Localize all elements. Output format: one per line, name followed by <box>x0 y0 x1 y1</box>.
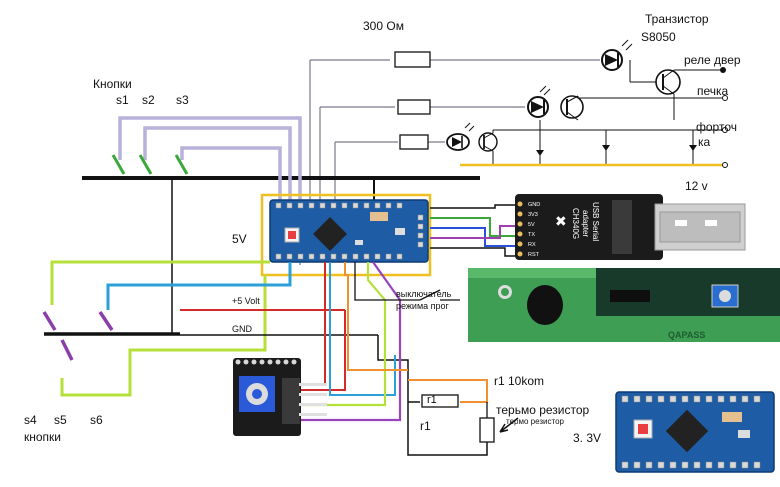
switch-s2[interactable] <box>138 154 153 175</box>
switch-s3[interactable] <box>174 154 189 175</box>
label-300-ohm: 300 Ом <box>363 19 404 33</box>
wire-blue-2 <box>329 262 396 396</box>
wire-orange-2 <box>408 379 488 403</box>
wire-red-2 <box>300 262 326 386</box>
label-relay-door: реле двер <box>684 53 741 67</box>
resistor-r1 <box>421 394 459 408</box>
wire-usb-tx <box>430 217 515 237</box>
wire-yellow-frame <box>260 193 432 277</box>
thermistor-arrow-icon <box>499 417 519 433</box>
usb-text-1: USB Serial <box>591 202 600 241</box>
label-buttons-top: Кнопки <box>93 77 132 91</box>
wire-usb-5v <box>430 225 515 239</box>
usb-text-2: adapter <box>581 210 590 237</box>
resistor-1 <box>394 51 431 68</box>
label-window-1: форточ <box>696 120 737 134</box>
label-gnd: GND <box>232 324 253 334</box>
wire-lime-top <box>50 260 270 305</box>
transistor-2 <box>560 95 725 121</box>
usb-pin-rx: RX <box>528 242 536 248</box>
label-s4: s4 <box>24 413 37 427</box>
wire-purple <box>300 261 402 422</box>
label-thermistor: терьмо резистор <box>496 403 590 417</box>
label-switch-1: выключатель <box>396 289 452 299</box>
label-s3: s3 <box>176 93 189 107</box>
switch-s4[interactable] <box>42 311 57 331</box>
label-thermistor-small: термо резистор <box>506 417 565 426</box>
usb-pin-rst: RST <box>528 252 540 258</box>
diode-1 <box>536 150 544 156</box>
wire-orange <box>344 262 408 371</box>
thermistor <box>479 417 495 443</box>
wire-red-rtc <box>300 310 346 391</box>
transistor-1 <box>629 60 725 120</box>
diode-2 <box>602 145 610 151</box>
label-r1-on-resistor: r1 <box>427 394 437 406</box>
led-1 <box>601 39 633 71</box>
label-r1-10kom: r1 10kom <box>494 374 544 388</box>
wire-button-s2 <box>143 126 292 205</box>
lcd-brand-text: QAPASS <box>668 330 705 340</box>
diode-3 <box>689 145 697 151</box>
wire-blue <box>106 262 292 310</box>
wire-usb-rst <box>430 247 515 257</box>
resistor-3 <box>399 134 429 150</box>
switch-s6[interactable] <box>98 311 114 331</box>
terminal-door <box>720 67 726 73</box>
terminal-window <box>722 127 728 133</box>
prog-switch-lever[interactable] <box>419 289 441 301</box>
wire-button-s3 <box>180 146 282 205</box>
usb-pin-tx: TX <box>528 232 535 238</box>
label-s1: s1 <box>116 93 129 107</box>
wire-button-s1 <box>118 116 302 205</box>
label-switch-2: режима прог <box>396 301 450 311</box>
rtc-module <box>233 358 327 436</box>
resistor-2 <box>397 99 431 115</box>
usb-pin-5v: 5V <box>528 222 535 228</box>
label-s5: s5 <box>54 413 67 427</box>
label-s8050: S8050 <box>641 30 676 44</box>
wire-gnd-thermistor <box>377 335 488 456</box>
led-3 <box>446 122 475 151</box>
terminal-12v <box>722 162 728 168</box>
usb-pin-3v3: 3V3 <box>528 212 538 218</box>
wire-prog-switch <box>354 262 420 301</box>
wire-usb-gnd <box>430 204 515 209</box>
transistor-3 <box>478 129 725 152</box>
usb-pin-gnd: GND <box>528 202 540 208</box>
arduino-board-33v <box>615 391 775 473</box>
usb-serial-adapter: GND 3V3 5V TX RX RST USB Serial adapter … <box>515 194 746 260</box>
skull-icon: ✖ <box>555 213 567 229</box>
label-r1: r1 <box>420 419 431 433</box>
label-12v: 12 v <box>685 179 708 193</box>
label-5v: 5V <box>232 232 247 246</box>
label-plus-5-volt: +5 Volt <box>232 296 260 306</box>
switch-s5[interactable] <box>60 339 74 361</box>
wire-lime-bottom <box>60 275 267 397</box>
lcd-module: QAPASS <box>468 268 780 342</box>
label-s2: s2 <box>142 93 155 107</box>
arduino-board <box>269 199 429 263</box>
label-buttons-bottom: кнопки <box>24 430 61 444</box>
label-stove: печка <box>697 84 729 98</box>
switch-s1[interactable] <box>111 154 126 175</box>
label-3v3: 3. 3V <box>573 431 601 445</box>
usb-text-3: CH340G <box>571 208 580 239</box>
led-2 <box>527 85 551 118</box>
terminal-stove <box>722 95 728 101</box>
label-window-2: ка <box>698 135 711 149</box>
label-transistor: Транзистор <box>645 12 709 26</box>
label-s6: s6 <box>90 413 103 427</box>
